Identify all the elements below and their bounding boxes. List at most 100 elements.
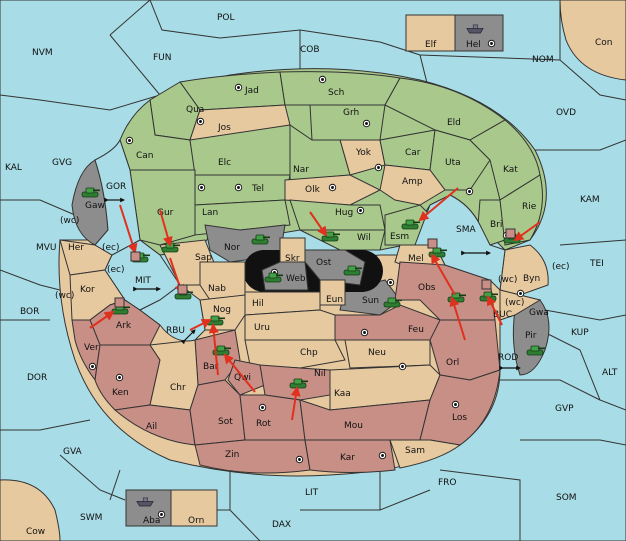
label-mit: MIT xyxy=(135,276,151,286)
label-dax: DAX xyxy=(272,520,291,530)
supply-dot-icon xyxy=(374,163,383,172)
label-ost: Ost xyxy=(316,258,332,268)
label-orl: Orl xyxy=(446,358,459,368)
label-her: Her xyxy=(68,243,84,253)
label-hel: Hel xyxy=(466,40,481,50)
region-neu[interactable] xyxy=(344,339,431,369)
label-lit: LIT xyxy=(305,488,319,498)
label-fun: FUN xyxy=(153,53,172,63)
supply-dot-icon xyxy=(378,451,387,460)
arrow-icon xyxy=(159,209,173,247)
label-som: SOM xyxy=(556,493,577,503)
region-orn[interactable] xyxy=(170,489,218,527)
label-kam: KAM xyxy=(580,195,600,205)
label-sma: SMA xyxy=(456,225,476,235)
marker-square xyxy=(130,251,141,262)
south-territories xyxy=(59,239,549,474)
supply-dot-icon xyxy=(451,400,460,409)
crossing-arrows xyxy=(104,197,521,371)
label-swm: SWM xyxy=(80,513,102,523)
arrow-icon xyxy=(513,221,541,242)
supply-dot-icon xyxy=(125,136,134,145)
label-nar: Nar xyxy=(293,165,309,175)
label-gwa: Gwa xyxy=(529,308,549,318)
supply-dot-icon xyxy=(487,39,496,48)
region-chr[interactable] xyxy=(149,339,199,411)
label-ark: Ark xyxy=(116,321,132,331)
label-uta: Uta xyxy=(445,158,461,168)
region-pir[interactable] xyxy=(512,299,550,376)
supply-dot-icon xyxy=(196,117,205,126)
label-zin: Zin xyxy=(225,450,239,460)
label-mvu: MVU xyxy=(36,243,57,253)
label-amp: Amp xyxy=(402,177,423,187)
label-jos: Jos xyxy=(217,123,231,133)
label-rbu: RBU xyxy=(166,326,185,336)
label-gaw: Gaw xyxy=(85,201,105,211)
arrow-icon xyxy=(223,353,256,393)
supply-dot-icon xyxy=(197,183,206,192)
arrow-icon xyxy=(89,310,115,329)
label-neu: Neu xyxy=(368,348,386,358)
arrow-icon xyxy=(208,323,219,376)
arrow-icon xyxy=(290,386,301,421)
region-orl[interactable] xyxy=(429,319,501,381)
label-sot: Sot xyxy=(218,417,233,427)
arrow-icon xyxy=(418,187,459,222)
arrow-icon xyxy=(189,319,212,331)
marker-square xyxy=(427,238,438,249)
arrow-icon xyxy=(487,295,503,326)
label-yok: Yok xyxy=(355,148,372,158)
region-sam[interactable] xyxy=(389,439,462,469)
label-chr: Chr xyxy=(170,383,186,393)
label-skr: Skr xyxy=(285,254,300,264)
label-can: Can xyxy=(136,151,154,161)
label-nor: Nor xyxy=(224,243,240,253)
marker-square xyxy=(481,279,492,290)
region-mou[interactable] xyxy=(299,399,431,441)
supply-dot-icon xyxy=(328,183,337,192)
marker-square xyxy=(177,284,188,295)
order-arrows xyxy=(89,187,541,421)
sea-sma[interactable] xyxy=(414,194,506,292)
region-cow[interactable] xyxy=(0,479,61,541)
label-nom: NOM xyxy=(532,55,554,65)
label-mou: Mou xyxy=(344,421,363,431)
label-gor: GOR xyxy=(106,182,126,192)
label-gvp: GVP xyxy=(555,404,574,414)
supply-dot-icon xyxy=(115,373,124,382)
label-fro: FRO xyxy=(438,478,457,488)
region-byn[interactable] xyxy=(499,244,549,296)
label-tel: Tel xyxy=(251,184,264,194)
label-byn-wc: (wc) xyxy=(498,275,517,285)
label-uru: Uru xyxy=(254,323,270,333)
label-gva: GVA xyxy=(63,447,83,457)
region-chp[interactable] xyxy=(244,339,346,369)
region-aba[interactable] xyxy=(125,489,172,527)
label-ken: Ken xyxy=(112,388,129,398)
region-nab[interactable] xyxy=(199,261,246,301)
region-ost[interactable] xyxy=(304,249,366,286)
region-nar[interactable] xyxy=(289,124,351,181)
label-rot: Rot xyxy=(256,419,271,429)
region-gwa[interactable] xyxy=(499,289,542,321)
label-eld: Eld xyxy=(447,118,461,128)
region-con[interactable] xyxy=(559,0,626,81)
label-byn: Byn xyxy=(523,274,540,284)
label-chp: Chp xyxy=(300,348,318,358)
label-qua: Qua xyxy=(186,105,204,115)
region-kar[interactable] xyxy=(304,439,396,473)
label-kor-wc: (wc) xyxy=(55,291,74,301)
supply-dot-icon xyxy=(386,278,395,287)
sea-gor[interactable] xyxy=(94,138,141,256)
arrow-icon xyxy=(431,253,456,296)
label-sap: Sap xyxy=(195,253,212,263)
arrow-icon xyxy=(309,211,328,237)
label-kor: Kor xyxy=(80,285,95,295)
green-territories xyxy=(119,71,543,251)
label-byn-ec: (ec) xyxy=(552,262,570,272)
region-zin[interactable] xyxy=(194,439,311,474)
supply-dot-icon xyxy=(398,362,407,371)
label-nab: Nab xyxy=(208,284,226,294)
